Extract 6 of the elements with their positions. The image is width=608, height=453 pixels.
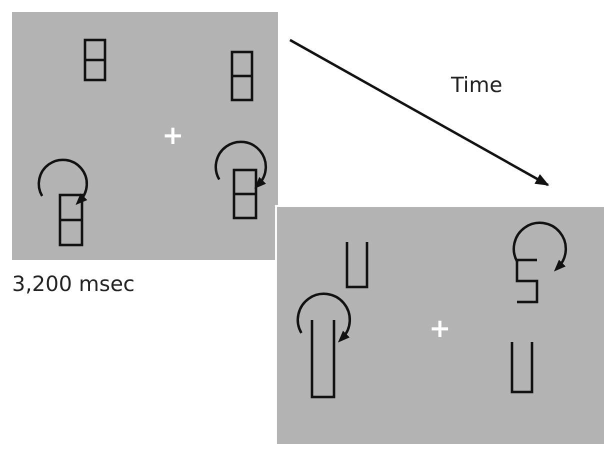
stimulus-panel [275, 205, 604, 444]
duration-label: 3,200 msec [12, 272, 135, 296]
stimulus-panel [12, 12, 278, 260]
time-arrow [289, 38, 550, 186]
fixation-cross: + [429, 316, 451, 342]
fixation-cross: + [162, 123, 184, 149]
